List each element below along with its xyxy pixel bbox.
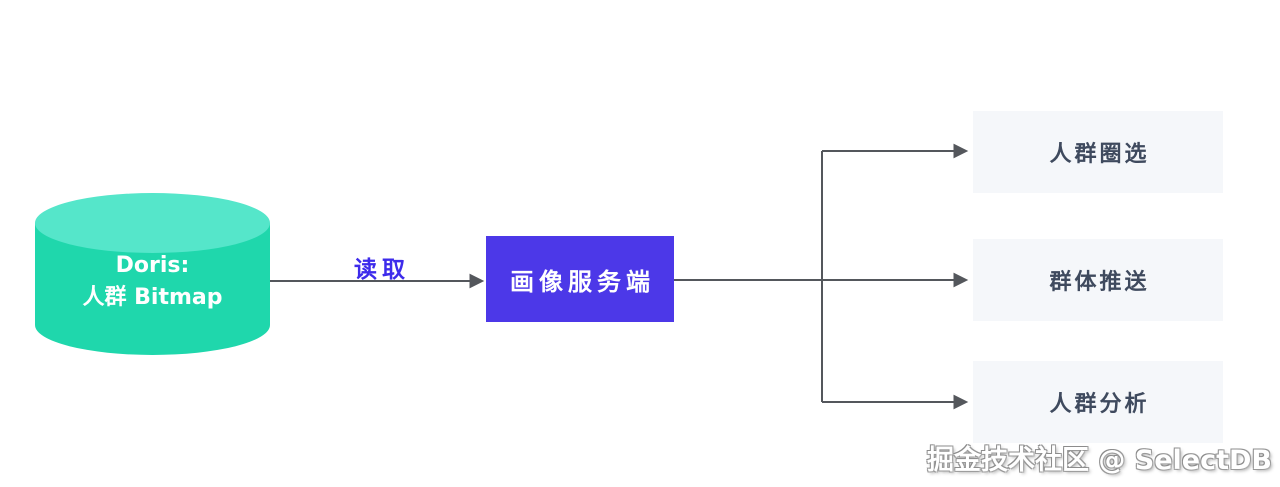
doris-bitmap-datastore-node: Doris: 人群 Bitmap — [35, 193, 270, 355]
read-edge-label: 读取 — [354, 257, 410, 283]
datastore-label-line2: 人群 Bitmap — [82, 285, 223, 310]
watermark-text: 掘金技术社区 @ SelectDB — [926, 445, 1272, 476]
database-cylinder-icon — [35, 193, 270, 355]
output-node-crowd-selection: 人群圈选 — [973, 111, 1223, 193]
datastore-label: Doris: 人群 Bitmap — [35, 193, 270, 355]
output-node-group-push: 群体推送 — [973, 239, 1223, 321]
datastore-label-line1: Doris: — [115, 253, 190, 278]
profile-service-node: 画像服务端 — [486, 236, 674, 322]
output-node-crowd-analysis: 人群分析 — [973, 361, 1223, 443]
